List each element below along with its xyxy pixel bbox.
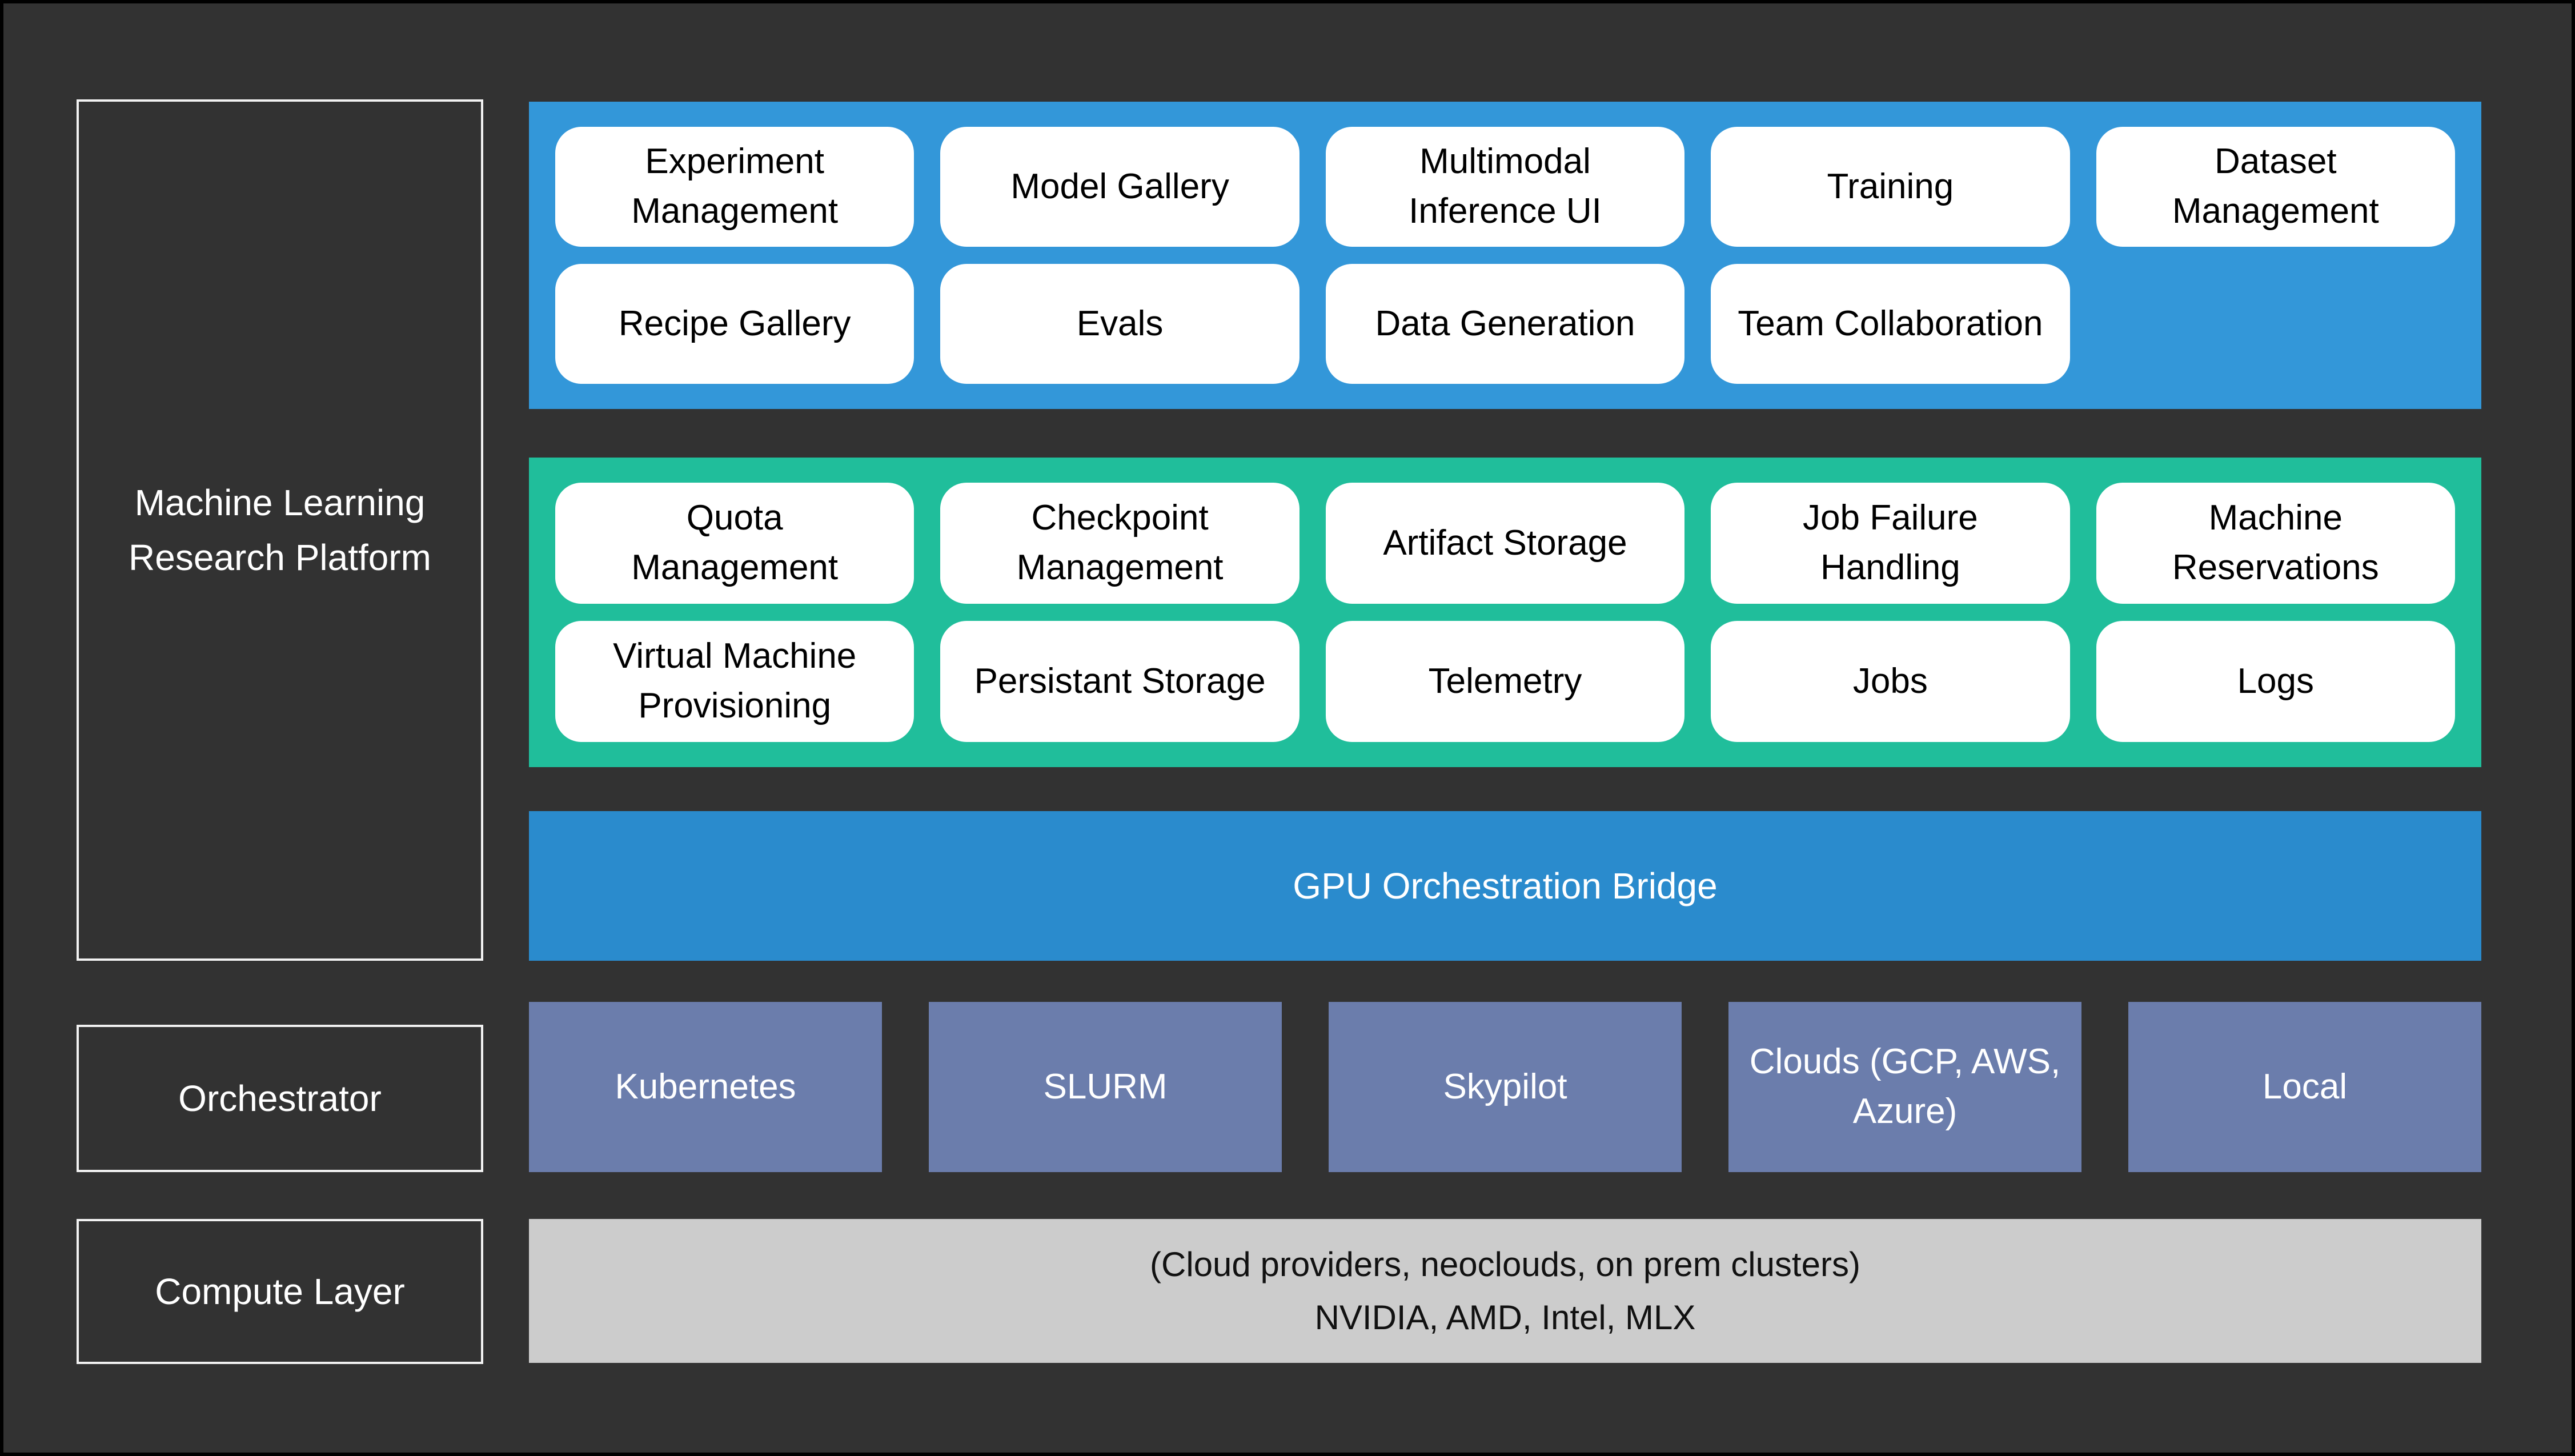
box-team-collaboration: Team Collaboration xyxy=(1711,264,2070,384)
box-kubernetes: Kubernetes xyxy=(529,1002,882,1172)
box-skypilot: Skypilot xyxy=(1329,1002,1682,1172)
box-experiment-management: Experiment Management xyxy=(555,127,915,247)
box-artifact-storage: Artifact Storage xyxy=(1325,483,1685,604)
compute-layer-line1: (Cloud providers, neoclouds, on prem clu… xyxy=(1150,1245,1860,1283)
compute-layer-bar: (Cloud providers, neoclouds, on prem clu… xyxy=(529,1219,2481,1363)
box-recipe-gallery: Recipe Gallery xyxy=(555,264,915,384)
box-quota-management: Quota Management xyxy=(555,483,915,604)
box-slurm: SLURM xyxy=(929,1002,1282,1172)
box-clouds: Clouds (GCP, AWS, Azure) xyxy=(1728,1002,2081,1172)
box-telemetry: Telemetry xyxy=(1325,621,1685,742)
box-job-failure-handling: Job Failure Handling xyxy=(1711,483,2070,604)
compute-layer-line2: NVIDIA, AMD, Intel, MLX xyxy=(1314,1298,1696,1337)
box-evals: Evals xyxy=(940,264,1299,384)
box-local: Local xyxy=(2128,1002,2481,1172)
box-machine-reservations: Machine Reservations xyxy=(2096,483,2455,604)
box-logs: Logs xyxy=(2096,621,2455,742)
empty-slot xyxy=(2096,264,2455,384)
orchestrator-label-box: Orchestrator xyxy=(77,1025,483,1172)
box-training: Training xyxy=(1711,127,2070,247)
application-layer-section: Experiment Management Model Gallery Mult… xyxy=(529,102,2481,409)
box-checkpoint-management: Checkpoint Management xyxy=(940,483,1299,604)
box-jobs: Jobs xyxy=(1711,621,2070,742)
orchestrator-row: Kubernetes SLURM Skypilot Clouds (GCP, A… xyxy=(529,1002,2481,1172)
box-multimodal-inference-ui: Multimodal Inference UI xyxy=(1325,127,1685,247)
box-persistant-storage: Persistant Storage xyxy=(940,621,1299,742)
platform-label-box: Machine Learning Research Platform xyxy=(77,99,483,961)
compute-layer-label-box: Compute Layer xyxy=(77,1219,483,1364)
box-dataset-management: Dataset Management xyxy=(2096,127,2455,247)
box-data-generation: Data Generation xyxy=(1325,264,1685,384)
infrastructure-layer-section: Quota Management Checkpoint Management A… xyxy=(529,458,2481,767)
box-model-gallery: Model Gallery xyxy=(940,127,1299,247)
gpu-orchestration-bridge-bar: GPU Orchestration Bridge xyxy=(529,811,2481,961)
box-virtual-machine-provisioning: Virtual Machine Provisioning xyxy=(555,621,915,742)
